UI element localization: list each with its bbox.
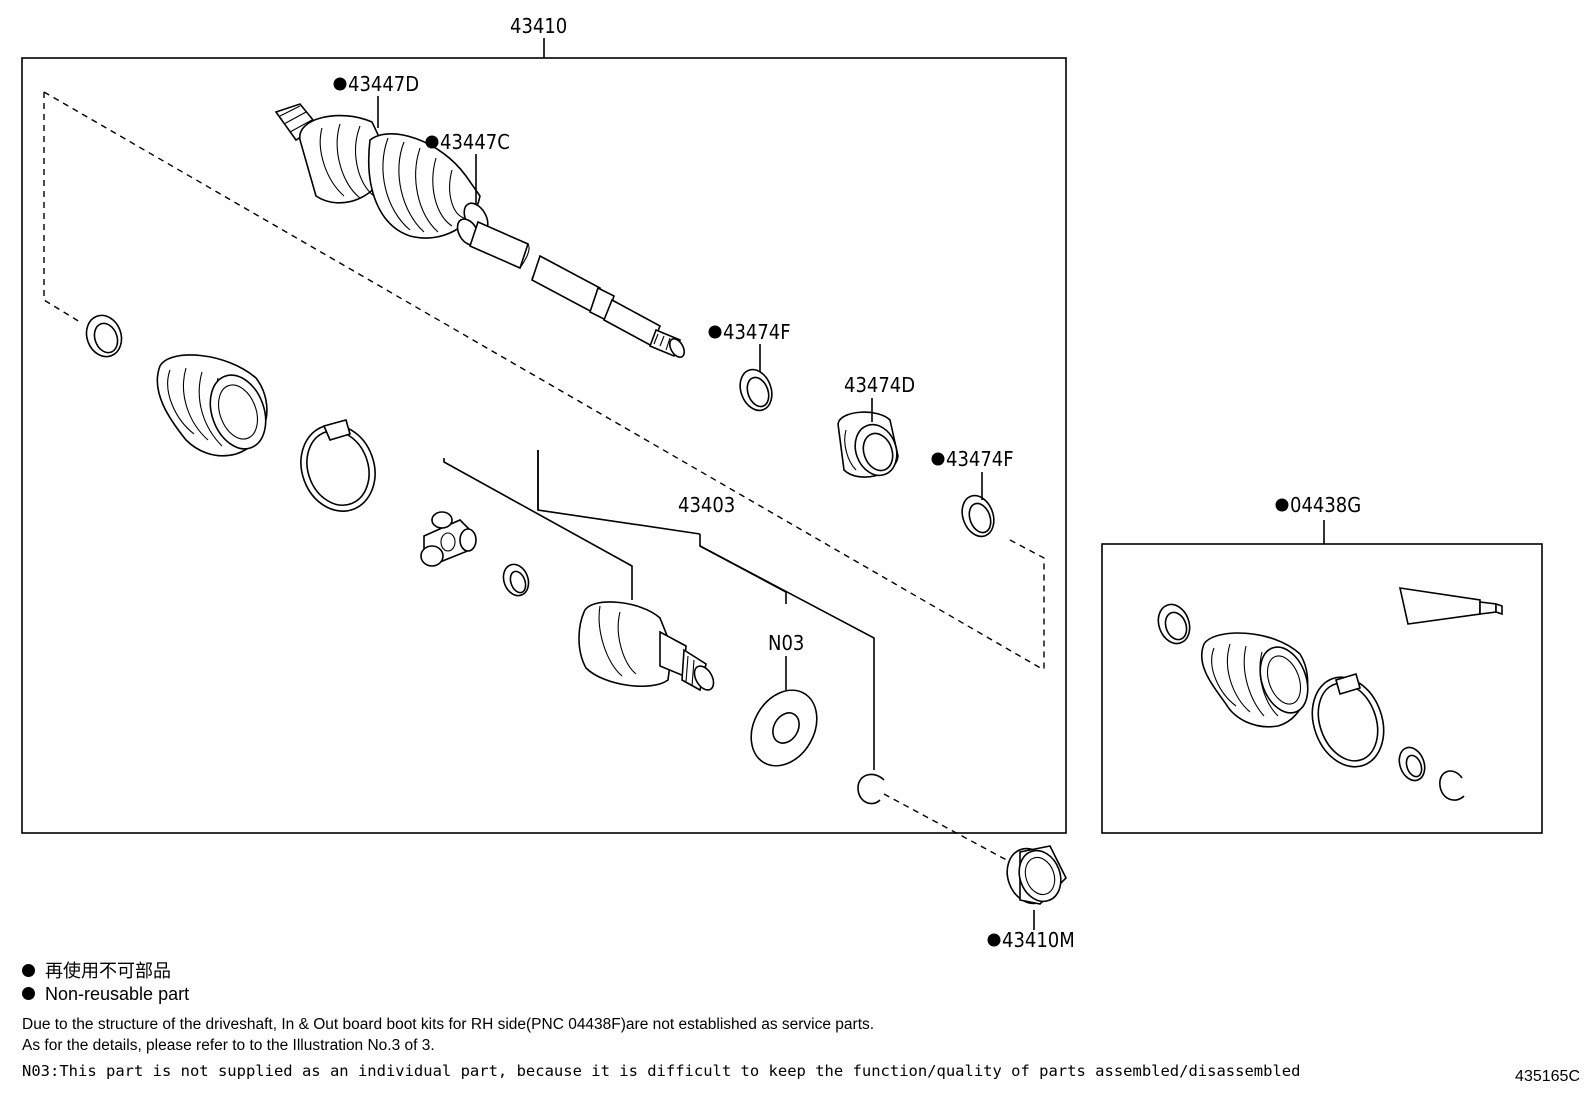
legend-japanese-text: 再使用不可部品 xyxy=(45,961,171,981)
washer-n03[interactable] xyxy=(738,678,830,777)
dashed-outline-assembly xyxy=(43,92,81,323)
outer-boot[interactable] xyxy=(156,354,275,457)
clip-43474f-upper[interactable] xyxy=(735,365,778,415)
label-43474f-lower[interactable]: 43474F xyxy=(946,447,1014,471)
note-line-2: As for the details, please refer to to t… xyxy=(22,1037,435,1054)
assembly-frame xyxy=(21,57,1067,834)
circlip[interactable] xyxy=(857,773,885,805)
kit-boot[interactable] xyxy=(1200,632,1317,728)
label-43403[interactable]: 43403 xyxy=(678,493,735,517)
snap-ring-inner[interactable] xyxy=(499,561,532,599)
seal-43410m[interactable] xyxy=(1000,842,1068,910)
label-43447d[interactable]: 43447D xyxy=(348,72,419,96)
illustration-number: 435165C xyxy=(1515,1068,1580,1085)
note-line-1: Due to the structure of the driveshaft, … xyxy=(22,1016,875,1033)
legend-english: Non-reusable part xyxy=(22,984,189,1005)
grease-tube[interactable] xyxy=(1398,587,1503,625)
label-43410m[interactable]: 43410M xyxy=(1002,928,1075,952)
label-43474d[interactable]: 43474D xyxy=(844,373,915,397)
label-43474f-upper[interactable]: 43474F xyxy=(723,320,791,344)
outer-boot-clamp-large[interactable] xyxy=(289,414,387,521)
note-line-3: N03:This part is not supplied as an indi… xyxy=(22,1062,1301,1080)
outer-boot-clamp-small[interactable] xyxy=(81,310,127,361)
tripod-joint[interactable] xyxy=(420,511,477,567)
label-n03[interactable]: N03 xyxy=(768,631,804,655)
dynamic-damper-43474d[interactable] xyxy=(837,411,904,481)
legend-english-text: Non-reusable part xyxy=(45,984,190,1004)
kit-clamp-large[interactable] xyxy=(1300,667,1395,777)
clip-43474f-lower[interactable] xyxy=(957,491,1000,541)
kit-snap-ring[interactable] xyxy=(1395,744,1429,784)
non-reusable-dot-icon xyxy=(22,986,35,1000)
label-43410[interactable]: 43410 xyxy=(510,14,567,38)
inner-joint-housing[interactable] xyxy=(578,601,717,693)
label-04438g[interactable]: 04438G xyxy=(1290,493,1361,517)
kit-circlip[interactable] xyxy=(1439,770,1465,801)
legend-japanese: 再使用不可部品 xyxy=(22,957,171,983)
drive-shaft[interactable] xyxy=(274,103,687,360)
label-43447c[interactable]: 43447C xyxy=(440,130,510,154)
non-reusable-dot-icon xyxy=(22,963,35,977)
kit-clamp-small[interactable] xyxy=(1153,600,1195,648)
boot-kit-frame xyxy=(1101,543,1543,834)
